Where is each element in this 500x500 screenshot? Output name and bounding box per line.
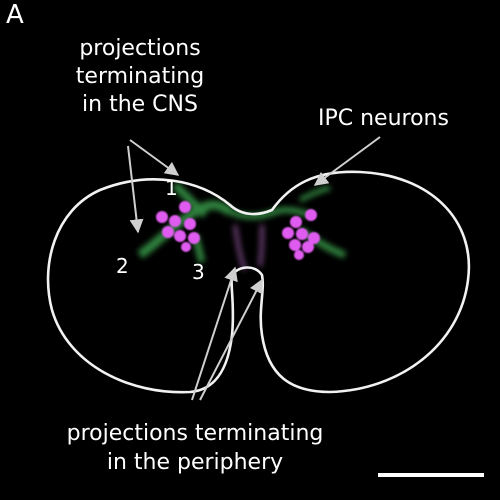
arrow-icon bbox=[313, 136, 381, 186]
cns-label-line-3: in the CNS bbox=[82, 92, 198, 117]
projection-number-2: 2 bbox=[116, 254, 129, 278]
projection-number-3: 3 bbox=[192, 260, 205, 284]
ipc-cell-cluster-left bbox=[156, 201, 200, 252]
panel-letter: A bbox=[6, 0, 24, 30]
cns-label-line-2: terminating bbox=[75, 64, 205, 89]
ipc-cell-cluster-right bbox=[282, 209, 320, 260]
arrow-icon bbox=[199, 278, 263, 401]
scale-bar bbox=[378, 473, 484, 477]
arrow-icon bbox=[191, 266, 238, 401]
cns-label-line-1: projections bbox=[79, 36, 201, 61]
arrow-icon bbox=[127, 145, 144, 234]
periphery-label-line-2: in the periphery bbox=[106, 450, 284, 475]
brain-outline bbox=[46, 170, 471, 394]
periphery-label-line-1: projections terminating bbox=[66, 421, 324, 446]
projection-number-1: 1 bbox=[165, 176, 178, 200]
arrow-icon bbox=[129, 139, 180, 176]
ipc-neurons-label: IPC neurons bbox=[318, 106, 449, 131]
